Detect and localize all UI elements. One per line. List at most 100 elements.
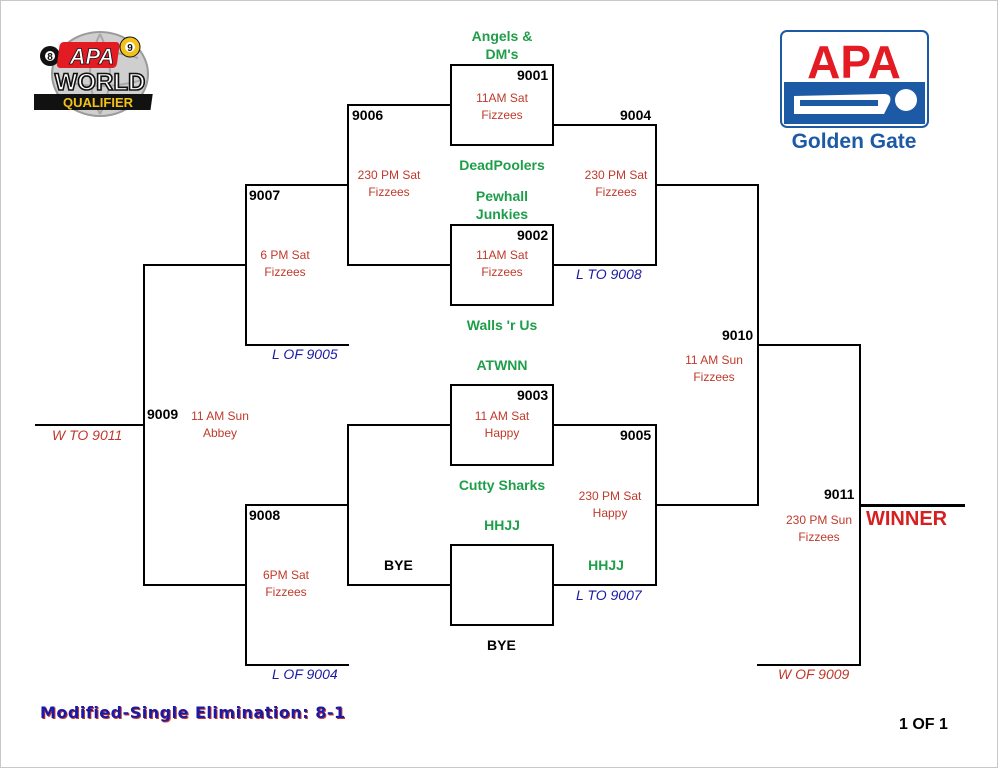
match-number-9005: 9005 [620, 427, 652, 443]
match-number-9008: 9008 [249, 507, 281, 523]
team-walls-r-us: Walls 'r Us [466, 317, 538, 333]
line-9009-out [35, 424, 145, 426]
line-9011-bottom [757, 664, 861, 666]
schedule-9001: 11AM Sat Fizzees [450, 90, 554, 124]
routing-l-to-9007: L TO 9007 [576, 587, 642, 603]
schedule-time: 230 PM Sun [785, 513, 853, 527]
match-number-9002: 9002 [517, 227, 549, 243]
team-cutty-sharks: Cutty Sharks [458, 477, 546, 493]
team-name-line: Pewhall [475, 188, 529, 204]
schedule-venue: Fizzees [265, 585, 307, 599]
schedule-time: 230 PM Sat [357, 168, 421, 182]
schedule-venue: Fizzees [693, 370, 735, 384]
schedule-9006: 230 PM Sat Fizzees [349, 167, 429, 201]
match-number-9004: 9004 [620, 107, 652, 123]
team-name-line: Junkies [475, 206, 529, 222]
match-number-9007: 9007 [249, 187, 281, 203]
line-9008-top [245, 504, 349, 506]
schedule-venue: Happy [484, 426, 520, 440]
wq-word-qualifier: QUALIFIER [63, 95, 134, 110]
line-9009-top [143, 264, 247, 266]
schedule-9011: 230 PM Sun Fizzees [777, 512, 861, 546]
routing-l-to-9008: L TO 9008 [576, 266, 642, 282]
schedule-9009: 11 AM Sun Abbey [178, 408, 262, 442]
match-box-9001 [450, 64, 554, 146]
schedule-9003: 11 AM Sat Happy [450, 408, 554, 442]
routing-w-to-9011: W TO 9011 [52, 427, 123, 443]
line-9007-bottom [245, 344, 349, 346]
schedule-9008: 6PM Sat Fizzees [247, 567, 325, 601]
gg-name: Golden Gate [792, 130, 917, 153]
match-box-bye [450, 544, 554, 626]
wq-right-number: 9 [127, 43, 133, 54]
team-name-line: DM's [485, 46, 519, 62]
match-number-9001: 9001 [517, 67, 549, 83]
team-hhjj-advanced: HHJJ [588, 557, 624, 573]
schedule-time: 11 AM Sun [685, 353, 743, 367]
line-9008-bottom [245, 664, 349, 666]
schedule-venue: Fizzees [481, 108, 523, 122]
team-name-line: Angels & [471, 28, 533, 44]
schedule-9010: 11 AM Sun Fizzees [672, 352, 756, 386]
team-angels-dms: Angels & DM's [442, 27, 562, 63]
wq-brand: APA [69, 44, 115, 69]
line-9004-vertical [655, 124, 657, 266]
format-title: Modified-Single Elimination: 8-1 [40, 703, 346, 722]
apa-golden-gate-logo: APA Golden Gate [780, 30, 930, 154]
team-hhjj: HHJJ [484, 517, 520, 533]
schedule-9004: 230 PM Sat Fizzees [576, 167, 656, 201]
line-9007-top [245, 184, 349, 186]
schedule-time: 11 AM Sat [474, 409, 530, 423]
match-number-9006: 9006 [352, 107, 384, 123]
line-9003-left [347, 424, 451, 426]
line-9011-top [757, 344, 861, 346]
wq-word-world: WORLD [55, 69, 146, 96]
schedule-venue: Happy [592, 506, 628, 520]
line-9006-bottom [347, 264, 451, 266]
routing-w-of-9009: W OF 9009 [778, 666, 850, 682]
world-qualifier-logo: 8 APA 9 WORLD QUALIFIER [28, 28, 168, 120]
schedule-time: 11AM Sat [476, 248, 528, 262]
match-box-9002 [450, 224, 554, 306]
team-pewhall-junkies: Pewhall Junkies [442, 187, 562, 223]
schedule-time: 11 AM Sun [191, 409, 249, 423]
line-9010-bottom [655, 504, 759, 506]
line-9004-bottom [553, 264, 657, 266]
routing-l-of-9005: L OF 9005 [272, 346, 338, 362]
team-deadpoolers: DeadPoolers [459, 157, 545, 173]
winner-label: WINNER [866, 508, 948, 530]
gg-brand: APA [807, 36, 901, 88]
line-9004-top [553, 124, 657, 126]
schedule-9005: 230 PM Sat Happy [569, 488, 651, 522]
schedule-venue: Fizzees [368, 185, 410, 199]
schedule-time: 230 PM Sat [578, 489, 642, 503]
schedule-time: 11AM Sat [476, 91, 528, 105]
line-bye-left [347, 584, 451, 586]
line-9005-bottom [553, 584, 657, 586]
line-9009-bottom [143, 584, 247, 586]
match-box-9003 [450, 384, 554, 466]
schedule-venue: Fizzees [595, 185, 637, 199]
wq-left-number: 8 [47, 52, 53, 63]
schedule-time: 6 PM Sat [260, 248, 310, 262]
bye-bottom: BYE [487, 637, 516, 653]
schedule-time: 6PM Sat [262, 568, 310, 582]
page-number: 1 OF 1 [899, 716, 948, 733]
match-number-9011: 9011 [824, 486, 855, 502]
match-number-9009: 9009 [147, 406, 179, 422]
schedule-venue: Abbey [202, 426, 238, 440]
schedule-venue: Fizzees [481, 265, 523, 279]
line-9005-top [553, 424, 657, 426]
routing-l-of-9004: L OF 9004 [272, 666, 338, 682]
schedule-venue: Fizzees [264, 265, 306, 279]
match-number-9010: 9010 [722, 327, 754, 343]
schedule-9007: 6 PM Sat Fizzees [247, 247, 323, 281]
schedule-9002: 11AM Sat Fizzees [450, 247, 554, 281]
bye-left: BYE [384, 557, 413, 573]
line-9006-top [347, 104, 451, 106]
schedule-venue: Fizzees [798, 530, 840, 544]
team-atwnn: ATWNN [476, 357, 528, 373]
line-9010-top [655, 184, 759, 186]
schedule-time: 230 PM Sat [584, 168, 648, 182]
line-winner [859, 504, 965, 507]
